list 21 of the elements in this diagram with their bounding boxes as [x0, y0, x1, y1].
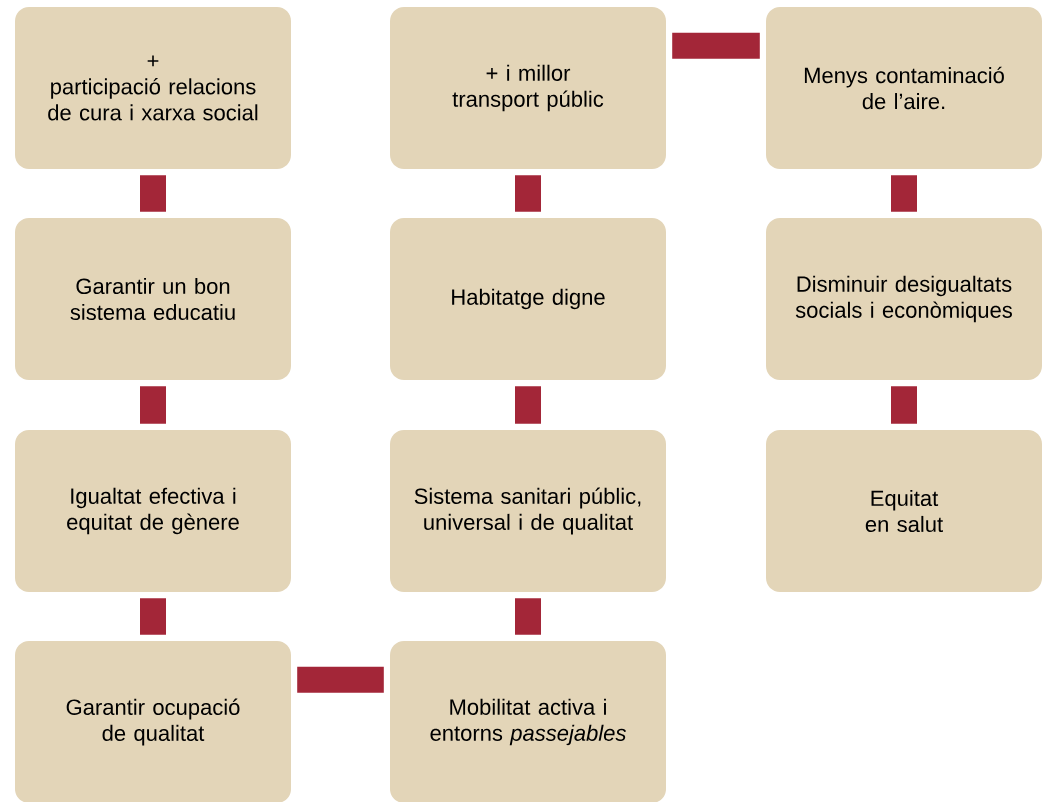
connector-bar	[297, 666, 384, 693]
connector-bar	[140, 386, 166, 424]
connector-bar	[891, 386, 917, 424]
text-box: Sistema sanitari públic, universal i de qualitat	[390, 430, 666, 592]
connector-bar	[515, 598, 541, 635]
text-box: Menys contaminació de l’aire.	[766, 7, 1042, 169]
connector-bar	[672, 32, 760, 59]
text-box: Mobilitat activa i entorns passejables	[390, 641, 666, 802]
text-box: Disminuir desigualtats socials i econòmiques	[766, 218, 1042, 380]
text-box: Igualtat efectiva i equitat de gènere	[15, 430, 291, 592]
connector-bar	[515, 386, 541, 424]
connector-bar	[891, 175, 917, 212]
connector-bar	[140, 175, 166, 212]
text-box: + participació relacions de cura i xarxa social	[15, 7, 291, 169]
text-box: Garantir ocupació de qualitat	[15, 641, 291, 802]
text-box: Equitat en salut	[766, 430, 1042, 592]
text-box: + i millor transport públic	[390, 7, 666, 169]
connector-bar	[140, 598, 166, 635]
text-box: Garantir un bon sistema educatiu	[15, 218, 291, 380]
text-box: Habitatge digne	[390, 218, 666, 380]
connector-bar	[515, 175, 541, 212]
